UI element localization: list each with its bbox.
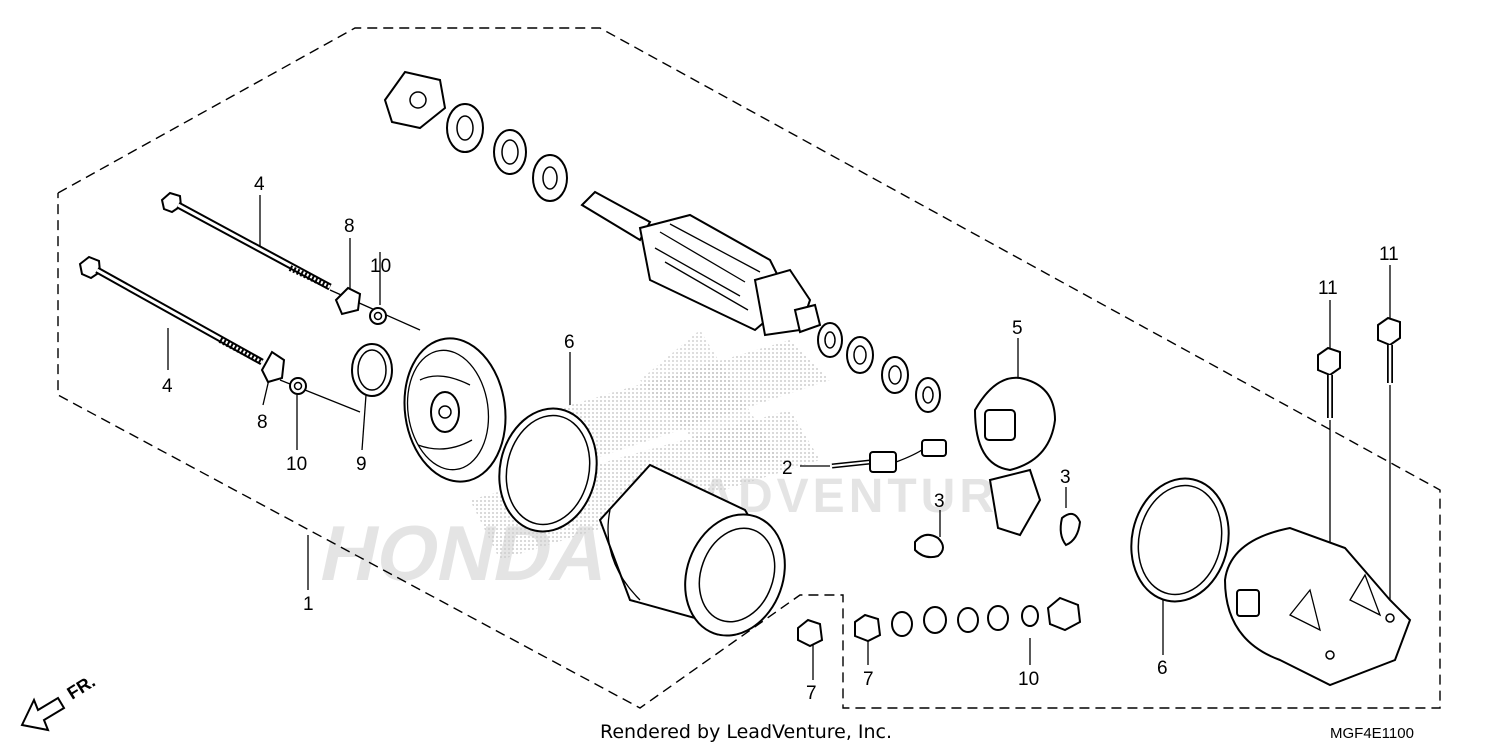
callout-5: 5 <box>1012 318 1023 339</box>
direction-label: FR. <box>64 671 99 703</box>
callout-6-right: 6 <box>1157 658 1168 679</box>
callout-7-right: 7 <box>863 669 874 690</box>
watermark-brand: HONDA <box>313 510 617 597</box>
callout-11-right: 11 <box>1379 244 1399 265</box>
lock-plate-upper <box>334 286 362 316</box>
assembly-boundary <box>57 27 1441 709</box>
callout-4-lower: 4 <box>162 376 173 397</box>
mounting-bolt-left <box>1317 346 1341 418</box>
callout-2: 2 <box>782 458 793 479</box>
lock-plate-lower <box>260 350 286 384</box>
thrust-washer-stack-top <box>383 70 568 202</box>
mounting-bolt-right <box>1377 316 1401 383</box>
brush-holder <box>973 376 1057 537</box>
terminal-hardware-row <box>797 596 1082 648</box>
footer-credit: Rendered by LeadVenture, Inc. <box>600 721 892 743</box>
brush-spring-right <box>1059 512 1082 547</box>
callout-4-upper: 4 <box>254 174 265 195</box>
rear-cover <box>1223 526 1412 687</box>
front-direction-indicator: FR. <box>20 671 99 732</box>
direction-arrow-icon <box>20 696 66 732</box>
diagram-code: MGF4E1100 <box>1330 725 1414 742</box>
thrust-washer-stack-right <box>817 322 941 413</box>
callout-7-left: 7 <box>806 683 817 704</box>
callout-3-right: 3 <box>1060 467 1071 488</box>
callout-10-row: 10 <box>1018 669 1039 690</box>
callout-8-lower: 8 <box>257 412 268 433</box>
callout-3-left: 3 <box>934 491 945 512</box>
front-cover <box>403 337 507 483</box>
armature <box>580 190 822 337</box>
callout-1: 1 <box>303 594 314 615</box>
callout-9: 9 <box>356 454 367 475</box>
motor-yoke <box>598 463 786 637</box>
through-bolt-upper <box>160 191 332 291</box>
brush-spring-left <box>914 533 944 559</box>
brush-lead-assembly <box>831 439 947 473</box>
callout-8-upper: 8 <box>344 216 355 237</box>
callout-10-upper: 10 <box>370 256 391 277</box>
through-bolt-lower <box>78 255 264 366</box>
callout-11-left: 11 <box>1318 278 1338 299</box>
callout-10-lower: 10 <box>286 454 307 475</box>
callouts: 1 2 3 3 4 4 5 6 6 7 7 8 8 9 10 10 10 11 … <box>162 174 1399 704</box>
callout-6-left: 6 <box>564 332 575 353</box>
